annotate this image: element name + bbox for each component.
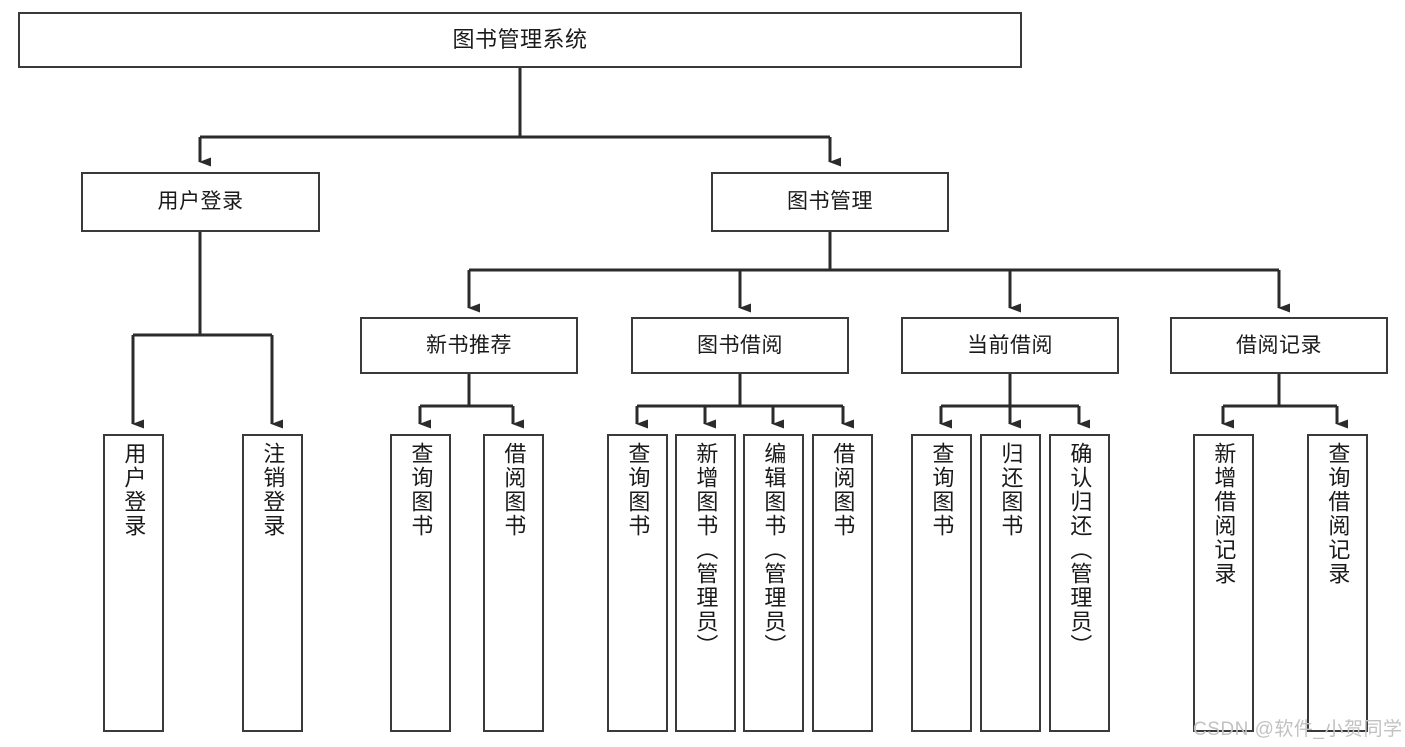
- node-book-manage[interactable]: 图书管理: [711, 172, 949, 232]
- node-leaf-book-borrow-add[interactable]: 新增图书（管理员）: [675, 434, 736, 732]
- csdn-watermark: CSDN @软件_小贺同学: [1193, 719, 1403, 740]
- node-root-system[interactable]: 图书管理系统: [18, 12, 1022, 68]
- node-book-borrow[interactable]: 图书借阅: [631, 317, 849, 374]
- node-current-borrow[interactable]: 当前借阅: [901, 317, 1119, 374]
- node-leaf-book-borrow-borrow-label: 借阅图书: [830, 442, 856, 538]
- node-leaf-book-borrow-borrow[interactable]: 借阅图书: [812, 434, 873, 732]
- node-user-login[interactable]: 用户登录: [81, 172, 320, 232]
- node-leaf-new-book-query[interactable]: 查询图书: [390, 434, 451, 732]
- node-leaf-new-book-query-label: 查询图书: [408, 442, 434, 538]
- node-borrow-record[interactable]: 借阅记录: [1170, 317, 1388, 374]
- node-leaf-user-login-logout[interactable]: 注销登录: [242, 434, 303, 732]
- node-leaf-current-borrow-return-label: 归还图书: [998, 442, 1024, 538]
- node-leaf-user-login-login[interactable]: 用户登录: [103, 434, 164, 732]
- node-leaf-user-login-logout-label: 注销登录: [260, 442, 286, 538]
- node-leaf-borrow-record-query[interactable]: 查询借阅记录: [1307, 434, 1368, 732]
- node-current-borrow-label: 当前借阅: [967, 333, 1053, 357]
- node-user-login-label: 用户登录: [157, 190, 244, 214]
- node-root-system-label: 图书管理系统: [452, 26, 588, 52]
- node-borrow-record-label: 借阅记录: [1236, 333, 1322, 357]
- node-leaf-borrow-record-query-label: 查询借阅记录: [1325, 442, 1351, 586]
- node-leaf-borrow-record-add-label: 新增借阅记录: [1211, 442, 1237, 586]
- node-leaf-book-borrow-edit-label: 编辑图书（管理员）: [761, 442, 787, 658]
- node-new-book-recommend-label: 新书推荐: [426, 333, 512, 357]
- node-leaf-current-borrow-return[interactable]: 归还图书: [980, 434, 1041, 732]
- node-leaf-user-login-login-label: 用户登录: [121, 442, 147, 538]
- node-leaf-new-book-borrow-label: 借阅图书: [501, 442, 527, 538]
- node-leaf-current-borrow-confirm[interactable]: 确认归还（管理员）: [1049, 434, 1110, 732]
- node-leaf-borrow-record-add[interactable]: 新增借阅记录: [1193, 434, 1254, 732]
- node-leaf-current-borrow-query-label: 查询图书: [929, 442, 955, 538]
- node-book-manage-label: 图书管理: [787, 190, 873, 214]
- node-leaf-current-borrow-confirm-label: 确认归还（管理员）: [1067, 442, 1093, 658]
- node-leaf-book-borrow-query-label: 查询图书: [625, 442, 651, 538]
- node-leaf-current-borrow-query[interactable]: 查询图书: [911, 434, 972, 732]
- node-leaf-book-borrow-add-label: 新增图书（管理员）: [693, 442, 719, 658]
- node-new-book-recommend[interactable]: 新书推荐: [360, 317, 578, 374]
- node-book-borrow-label: 图书借阅: [697, 333, 783, 357]
- node-leaf-book-borrow-query[interactable]: 查询图书: [607, 434, 668, 732]
- node-leaf-book-borrow-edit[interactable]: 编辑图书（管理员）: [743, 434, 804, 732]
- node-leaf-new-book-borrow[interactable]: 借阅图书: [483, 434, 544, 732]
